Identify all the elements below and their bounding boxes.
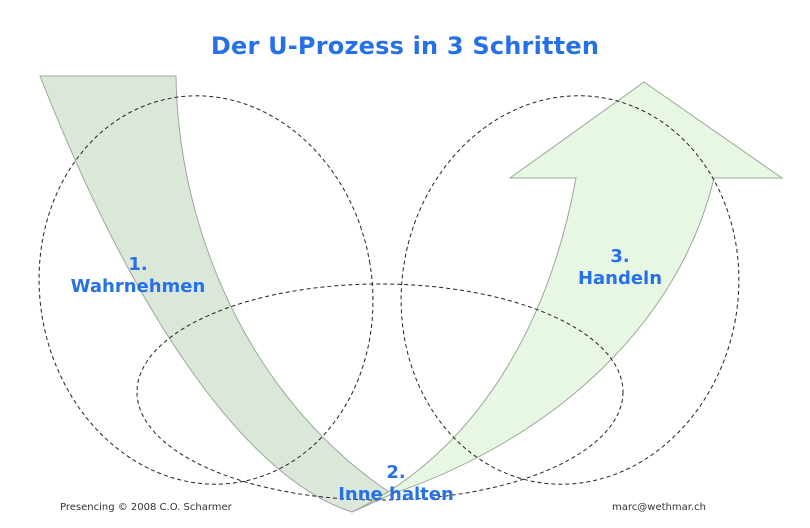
- step-number: 3.: [610, 246, 630, 267]
- footer-copyright: Presencing © 2008 C.O. Scharmer: [60, 502, 232, 513]
- step-label-wahrnehmen: 1. Wahrnehmen: [58, 254, 218, 298]
- upward-arrow: [351, 81, 784, 513]
- step-number: 2.: [386, 462, 406, 483]
- step-name: Wahrnehmen: [70, 276, 206, 297]
- step-label-inne-halten: 2. Inne halten: [316, 462, 476, 506]
- ellipse-inne-halten: [136, 283, 624, 501]
- step-label-handeln: 3. Handeln: [540, 246, 700, 290]
- ellipse-handeln: [400, 95, 740, 485]
- step-name: Inne halten: [338, 484, 454, 505]
- step-name: Handeln: [577, 268, 663, 289]
- footer-contact: marc@wethmar.ch: [612, 502, 706, 513]
- ellipse-wahrnehmen: [38, 95, 374, 485]
- page-title: Der U-Prozess in 3 Schritten: [210, 32, 600, 60]
- step-number: 1.: [128, 254, 148, 275]
